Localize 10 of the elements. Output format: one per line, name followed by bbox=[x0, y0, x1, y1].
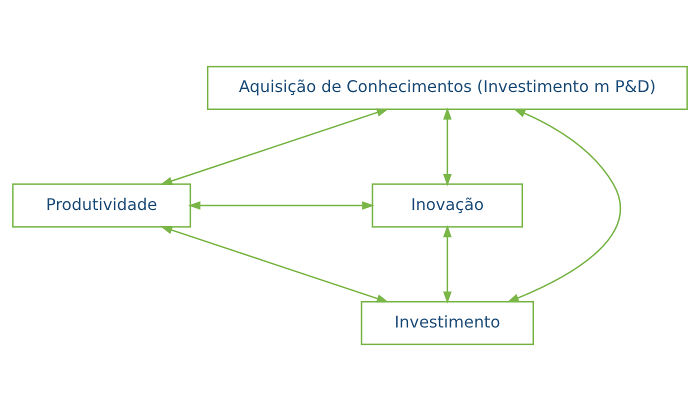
arrow bbox=[443, 106, 452, 186]
arrow bbox=[506, 108, 622, 302]
arrow bbox=[443, 224, 452, 304]
node-box: Inovação bbox=[372, 182, 524, 228]
node-box: Investimento bbox=[360, 300, 534, 345]
arrow bbox=[188, 200, 374, 210]
arrow bbox=[160, 108, 389, 185]
node-box: Produtividade bbox=[12, 182, 192, 228]
node-box: Aquisição de Conhecimentos (Investimento m P&D) bbox=[206, 65, 688, 110]
arrow bbox=[160, 225, 389, 302]
